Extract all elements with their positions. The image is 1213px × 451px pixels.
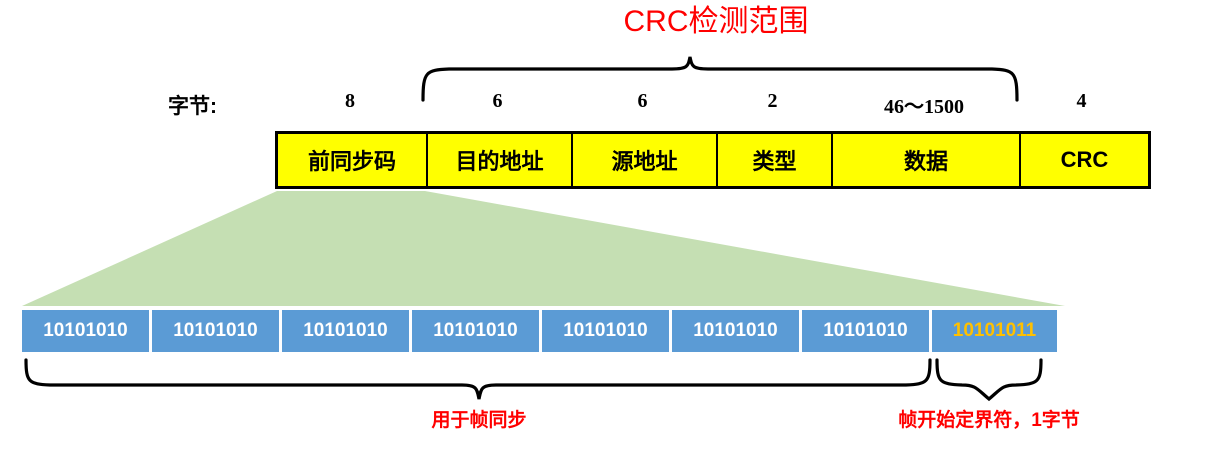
- frame-field-type[interactable]: 类型: [718, 134, 833, 186]
- preamble-byte-3[interactable]: 10101010: [282, 310, 409, 352]
- preamble-byte-5[interactable]: 10101010: [542, 310, 669, 352]
- frame-field-preamble[interactable]: 前同步码: [278, 134, 428, 186]
- frame-field-destination-address[interactable]: 目的地址: [428, 134, 573, 186]
- frame-field-crc[interactable]: CRC: [1021, 134, 1148, 186]
- preamble-byte-2[interactable]: 10101010: [152, 310, 279, 352]
- caption-frame-sync: 用于帧同步: [431, 410, 527, 431]
- byte-count-preamble: 8: [345, 90, 355, 112]
- byte-count-type: 2: [767, 90, 778, 112]
- preamble-byte-7[interactable]: 10101010: [802, 310, 929, 352]
- preamble-byte-1[interactable]: 10101010: [22, 310, 149, 352]
- caption-start-frame-delimiter: 帧开始定界符，1字节: [898, 410, 1080, 431]
- byte-count-source-address: 6: [637, 90, 648, 112]
- byte-count-data: 46～1500: [884, 96, 964, 118]
- byte-row-header: 字节:: [168, 95, 217, 118]
- byte-count-destination-address: 6: [492, 90, 503, 112]
- preamble-bit-row: 10101010 10101010 10101010 10101010 1010…: [22, 310, 1057, 352]
- ethernet-frame-row: 前同步码 目的地址 源地址 类型 数据 CRC: [275, 131, 1151, 189]
- preamble-byte-4[interactable]: 10101010: [412, 310, 539, 352]
- start-frame-delimiter-byte[interactable]: 10101011: [932, 310, 1057, 352]
- frame-field-source-address[interactable]: 源地址: [573, 134, 718, 186]
- crc-scope-title: CRC检测范围: [623, 5, 809, 38]
- byte-count-row: 字节: 8 6 6 2 46～1500 4: [0, 90, 1213, 118]
- byte-count-crc: 4: [1076, 90, 1087, 112]
- frame-field-data[interactable]: 数据: [833, 134, 1021, 186]
- preamble-byte-6[interactable]: 10101010: [672, 310, 799, 352]
